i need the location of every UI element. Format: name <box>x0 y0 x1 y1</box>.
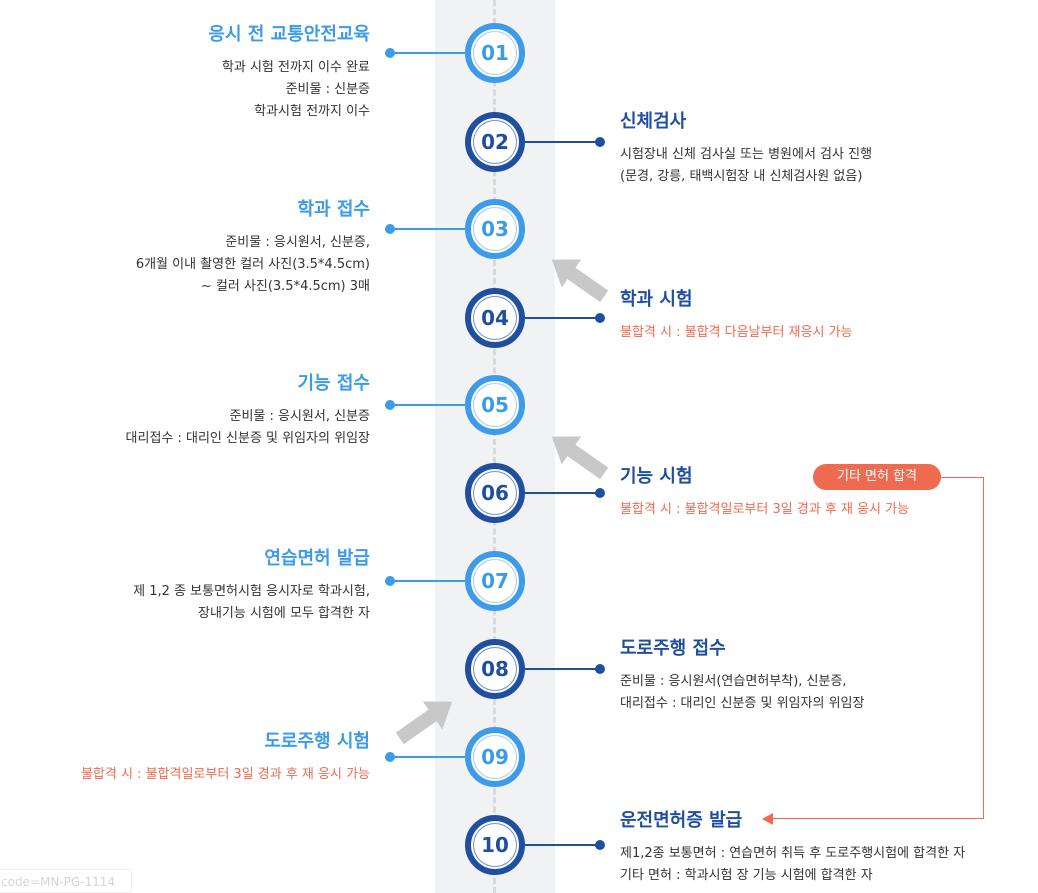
step-fail-note: 불합격 시 : 불합격일로부터 3일 경과 후 재 응시 가능 <box>620 502 910 517</box>
step-connector-dot <box>595 664 605 674</box>
page-code-tag: code=MN-PG-1114 <box>0 869 132 893</box>
other-license-route-line <box>940 477 984 819</box>
step-number-circle: 07 <box>465 551 525 611</box>
retake-arrow-icon <box>551 259 609 303</box>
step-detail-line: 준비물 : 응시원서(연습면허부착), 신분증, <box>620 674 847 689</box>
step-connector-line <box>390 52 465 54</box>
step-connector-dot <box>595 137 605 147</box>
step-connector-line <box>525 844 600 846</box>
step-title: 도로주행 시험 <box>264 731 370 752</box>
step-detail-line: 대리접수 : 대리인 신분증 및 위임자의 위임장 <box>125 431 370 446</box>
step-number-circle: 08 <box>465 639 525 699</box>
step-title: 학과 시험 <box>620 289 693 310</box>
step-detail-line: 준비물 : 응시원서, 신분증 <box>229 409 370 424</box>
step-connector-dot <box>595 313 605 323</box>
step-connector-line <box>525 668 600 670</box>
step-number-circle: 09 <box>465 727 525 787</box>
step-connector-dot <box>385 752 395 762</box>
step-title: 도로주행 접수 <box>620 638 726 659</box>
step-number-circle: 06 <box>465 463 525 523</box>
timeline-dashed-line <box>493 0 496 893</box>
step-connector-dot <box>385 224 395 234</box>
other-license-pass-badge: 기타 면허 합격 <box>813 464 941 490</box>
step-title: 연습면허 발급 <box>264 548 370 569</box>
step-number-circle: 01 <box>465 23 525 83</box>
step-detail-line: 제 1,2 종 보통면허시험 응시자로 학과시험, <box>133 584 370 599</box>
step-detail-line: 준비물 : 신분증 <box>285 82 370 97</box>
step-connector-line <box>525 492 600 494</box>
step-number-circle: 05 <box>465 375 525 435</box>
step-detail-line: 기타 면허 : 학과시험 장 기능 시험에 합격한 자 <box>620 868 873 883</box>
step-detail-line: 시험장내 신체 검사실 또는 병원에서 검사 진행 <box>620 147 873 162</box>
step-connector-dot <box>385 400 395 410</box>
step-fail-note: 불합격 시 : 불합격 다음날부터 재응시 가능 <box>620 325 853 340</box>
arrow-left-icon <box>762 813 773 825</box>
step-number-circle: 02 <box>465 112 525 172</box>
step-number-circle: 10 <box>465 815 525 875</box>
step-number-circle: 03 <box>465 199 525 259</box>
step-title: 기능 시험 <box>620 466 693 487</box>
step-connector-line <box>525 317 600 319</box>
step-title: 응시 전 교통안전교육 <box>208 24 370 45</box>
step-detail-line: 대리접수 : 대리인 신분증 및 위임자의 위임장 <box>620 696 865 711</box>
step-detail-line: 장내기능 시험에 모두 합격한 자 <box>197 606 370 621</box>
step-detail-line: 학과 시험 전까지 이수 완료 <box>221 60 370 75</box>
step-connector-line <box>390 756 465 758</box>
step-connector-dot <box>595 840 605 850</box>
other-license-route-bottom <box>772 818 941 819</box>
step-connector-dot <box>385 576 395 586</box>
step-connector-dot <box>385 48 395 58</box>
step-connector-line <box>390 228 465 230</box>
step-connector-line <box>390 404 465 406</box>
step-detail-line: 제1,2종 보통면허 : 연습면허 취득 후 도로주행시험에 합격한 자 <box>620 846 966 861</box>
step-detail-line: 준비물 : 응시원서, 신분증, <box>225 235 370 250</box>
step-connector-line <box>390 580 465 582</box>
step-title: 운전면허증 발급 <box>620 810 743 831</box>
step-connector-line <box>525 141 600 143</box>
step-fail-note: 불합격 시 : 불합격일로부터 3일 경과 후 재 응시 가능 <box>80 767 370 782</box>
step-title: 신체검사 <box>620 111 687 132</box>
step-title: 학과 접수 <box>297 199 370 220</box>
step-title: 기능 접수 <box>297 373 370 394</box>
step-detail-line: 학과시험 전까지 이수 <box>254 104 370 119</box>
step-connector-dot <box>595 488 605 498</box>
step-detail-line: 6개월 이내 촬영한 컬러 사진(3.5*4.5cm) <box>135 257 370 272</box>
retake-arrow-icon <box>395 701 453 745</box>
step-detail-line: (문경, 강릉, 태백시험장 내 신체검사원 없음) <box>620 169 863 184</box>
step-number-circle: 04 <box>465 288 525 348</box>
retake-arrow-icon <box>551 436 609 480</box>
step-detail-line: ~ 컬러 사진(3.5*4.5cm) 3매 <box>200 279 370 294</box>
